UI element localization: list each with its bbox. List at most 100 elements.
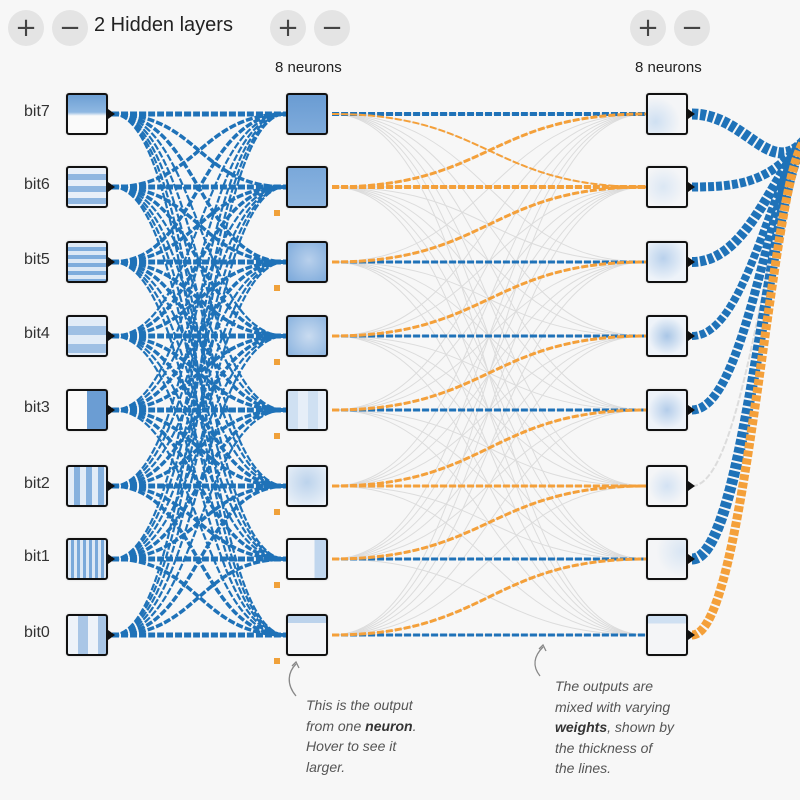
input-node-bit4[interactable] bbox=[66, 315, 108, 357]
input-output-arrow-5 bbox=[108, 481, 115, 491]
layer1-add-neuron-button[interactable]: + bbox=[270, 10, 306, 46]
hidden2-output-arrow-1 bbox=[688, 182, 695, 192]
hidden1-node-3[interactable] bbox=[286, 315, 328, 357]
hidden-link-2-1[interactable] bbox=[331, 185, 647, 264]
input-link-6-2[interactable] bbox=[111, 260, 287, 561]
input-link-2-1[interactable] bbox=[111, 185, 287, 264]
input-link-7-4[interactable] bbox=[111, 408, 287, 637]
layer1-neuron-count: 8 neurons bbox=[275, 59, 342, 76]
remove-layer-button[interactable]: − bbox=[52, 10, 88, 46]
hidden2-node-5[interactable] bbox=[646, 465, 688, 507]
feature-label-bit2: bit2 bbox=[24, 475, 50, 492]
hidden1-node-6[interactable] bbox=[286, 538, 328, 580]
hidden1-bias-1[interactable] bbox=[274, 210, 280, 216]
input-link-7-2[interactable] bbox=[111, 260, 287, 637]
input-link-4-5[interactable] bbox=[111, 408, 287, 488]
input-link-1-2[interactable] bbox=[111, 185, 287, 264]
hidden1-node-0[interactable] bbox=[286, 93, 328, 135]
input-link-1-0[interactable] bbox=[111, 112, 287, 189]
layer2-remove-neuron-button[interactable]: − bbox=[674, 10, 710, 46]
input-link-5-0[interactable] bbox=[111, 112, 287, 488]
feature-label-bit0: bit0 bbox=[24, 624, 50, 641]
output-link-0[interactable] bbox=[691, 108, 800, 159]
input-link-7-5[interactable] bbox=[111, 484, 287, 637]
input-link-2-3[interactable] bbox=[111, 260, 287, 338]
input-link-4-3[interactable] bbox=[111, 334, 287, 412]
hidden2-node-0[interactable] bbox=[646, 93, 688, 135]
input-link-6-0[interactable] bbox=[111, 112, 287, 561]
hidden1-bias-7[interactable] bbox=[274, 658, 280, 664]
hidden2-node-7[interactable] bbox=[646, 614, 688, 656]
hidden2-output-arrow-4 bbox=[688, 405, 695, 415]
input-node-bit1[interactable] bbox=[66, 538, 108, 580]
hidden2-node-2[interactable] bbox=[646, 241, 688, 283]
input-output-arrow-6 bbox=[108, 554, 115, 564]
output-link-1[interactable] bbox=[691, 138, 800, 192]
input-link-3-2[interactable] bbox=[111, 260, 287, 338]
hidden1-bias-4[interactable] bbox=[274, 433, 280, 439]
input-node-bit7[interactable] bbox=[66, 93, 108, 135]
hidden-link-0-1[interactable] bbox=[331, 113, 647, 188]
hidden1-node-5[interactable] bbox=[286, 465, 328, 507]
hidden1-bias-5[interactable] bbox=[274, 509, 280, 515]
hidden2-output-arrow-2 bbox=[688, 257, 695, 267]
hidden-link-3-2[interactable] bbox=[331, 260, 647, 338]
input-link-7-6[interactable] bbox=[111, 557, 287, 637]
input-link-7-0[interactable] bbox=[111, 112, 287, 637]
input-output-arrow-3 bbox=[108, 331, 115, 341]
feature-label-bit1: bit1 bbox=[24, 548, 50, 565]
input-output-arrow-7 bbox=[108, 630, 115, 640]
feature-label-bit7: bit7 bbox=[24, 103, 50, 120]
hidden-link-7-6[interactable] bbox=[331, 557, 647, 637]
hidden1-node-1[interactable] bbox=[286, 166, 328, 208]
input-link-6-1[interactable] bbox=[111, 185, 287, 561]
feature-label-bit4: bit4 bbox=[24, 325, 50, 342]
neuron-output-note: This is the output from one neuron. Hove… bbox=[306, 697, 417, 775]
hidden2-node-6[interactable] bbox=[646, 538, 688, 580]
input-link-7-3[interactable] bbox=[111, 334, 287, 637]
input-link-3-4[interactable] bbox=[111, 334, 287, 412]
weights-note: The outputs are mixed with varying weigh… bbox=[555, 678, 675, 776]
input-node-bit0[interactable] bbox=[66, 614, 108, 656]
input-link-3-0[interactable] bbox=[111, 112, 287, 338]
hidden2-output-arrow-7 bbox=[688, 630, 695, 640]
hidden1-node-4[interactable] bbox=[286, 389, 328, 431]
feature-label-bit5: bit5 bbox=[24, 251, 50, 268]
hidden2-output-arrow-3 bbox=[688, 331, 695, 341]
input-link-2-0[interactable] bbox=[111, 112, 287, 264]
hidden1-bias-3[interactable] bbox=[274, 359, 280, 365]
hidden2-output-arrow-0 bbox=[688, 109, 695, 119]
hidden2-output-arrow-6 bbox=[688, 554, 695, 564]
hidden-link-6-5[interactable] bbox=[331, 484, 647, 561]
input-node-bit6[interactable] bbox=[66, 166, 108, 208]
input-node-bit2[interactable] bbox=[66, 465, 108, 507]
layer1-remove-neuron-button[interactable]: − bbox=[314, 10, 350, 46]
hidden1-bias-2[interactable] bbox=[274, 285, 280, 291]
input-node-bit3[interactable] bbox=[66, 389, 108, 431]
input-link-7-1[interactable] bbox=[111, 185, 287, 637]
input-output-arrow-2 bbox=[108, 257, 115, 267]
layer2-add-neuron-button[interactable]: + bbox=[630, 10, 666, 46]
output-link-7[interactable] bbox=[690, 139, 800, 640]
input-link-4-0[interactable] bbox=[111, 112, 287, 412]
output-link-4[interactable] bbox=[691, 139, 800, 415]
hidden2-output-arrow-5 bbox=[688, 481, 695, 491]
input-link-2-7[interactable] bbox=[111, 260, 287, 637]
input-link-5-4[interactable] bbox=[111, 408, 287, 488]
hidden1-node-2[interactable] bbox=[286, 241, 328, 283]
hidden-link-4-3[interactable] bbox=[331, 334, 647, 412]
add-layer-button[interactable]: + bbox=[8, 10, 44, 46]
input-link-1-6[interactable] bbox=[111, 185, 287, 561]
input-node-bit5[interactable] bbox=[66, 241, 108, 283]
input-link-0-5[interactable] bbox=[111, 112, 287, 488]
hidden-link-5-4[interactable] bbox=[331, 408, 647, 488]
hidden2-node-3[interactable] bbox=[646, 315, 688, 357]
input-link-6-7[interactable] bbox=[111, 557, 287, 637]
feature-label-bit6: bit6 bbox=[24, 176, 50, 193]
hidden1-node-7[interactable] bbox=[286, 614, 328, 656]
hidden2-node-4[interactable] bbox=[646, 389, 688, 431]
hidden1-bias-6[interactable] bbox=[274, 582, 280, 588]
hidden2-node-1[interactable] bbox=[646, 166, 688, 208]
